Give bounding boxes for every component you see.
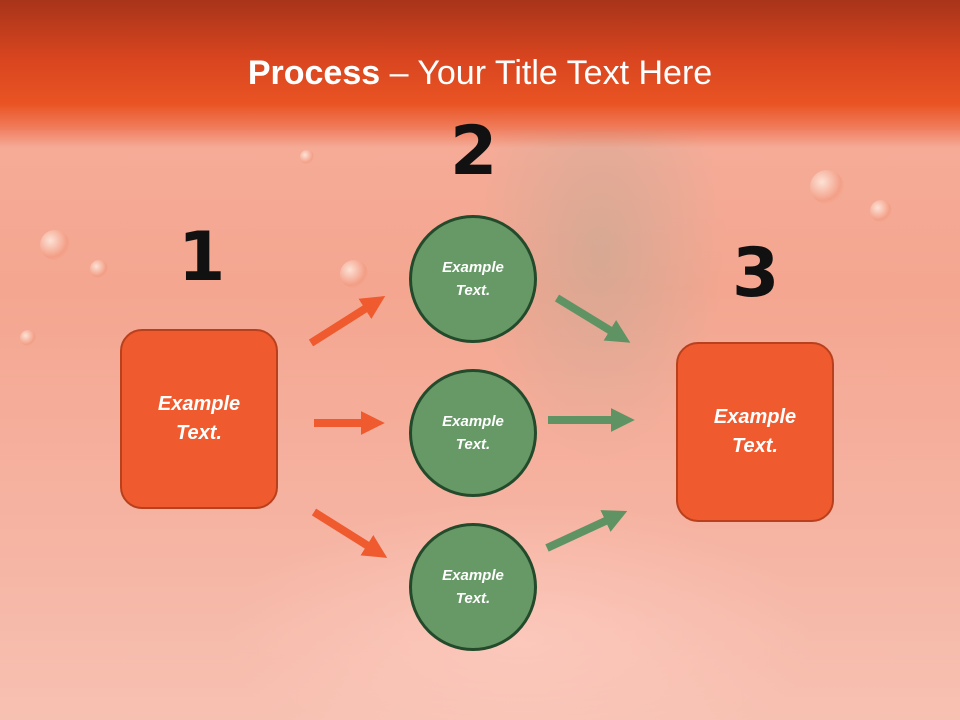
step-number-1: 1 [178, 218, 226, 297]
slide-title: Process – Your Title Text Here [0, 54, 960, 93]
circle-text-line1: Example [442, 567, 504, 584]
box-text-line2: Text. [176, 422, 222, 444]
box-text-line1: Example [713, 406, 797, 428]
circle-text-line2: Text. [455, 436, 491, 453]
droplet-decoration [20, 330, 36, 346]
box-text-line2: Text. [732, 435, 778, 457]
circle-text-line2: Text. [455, 282, 491, 299]
arrow-up-right-green [545, 510, 628, 552]
box-text-line1: Example [157, 393, 241, 415]
droplet-decoration [810, 170, 844, 204]
arrow-up-right [308, 296, 386, 347]
arrow-down-right-green [554, 294, 631, 343]
step-number-2: 2 [450, 112, 498, 191]
title-bold: Process [247, 54, 381, 92]
droplet-decoration [90, 260, 108, 278]
droplet-decoration [40, 230, 70, 260]
circle-text-line2: Text. [455, 590, 491, 607]
title-rest: – Your Title Text Here [380, 54, 713, 92]
droplet-decoration [340, 260, 368, 288]
title-bar [0, 0, 960, 148]
arrow-down-right [311, 508, 388, 558]
circle-text-line1: Example [442, 413, 504, 430]
droplet-decoration [300, 150, 314, 164]
droplet-decoration [870, 200, 892, 222]
step-number-3: 3 [732, 234, 780, 313]
circle-text-line1: Example [442, 259, 504, 276]
